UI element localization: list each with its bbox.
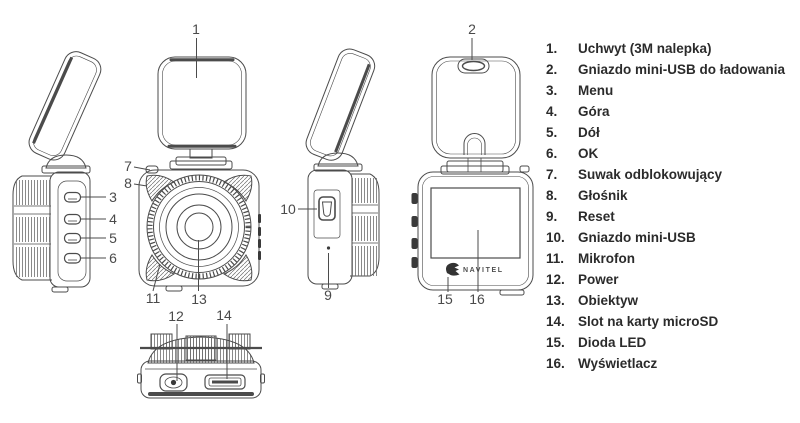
callout-6: 6	[109, 250, 117, 266]
legend-item-number: 15.	[546, 335, 565, 350]
legend-item-number: 9.	[546, 209, 558, 224]
callout-7: 7	[124, 158, 132, 174]
legend-item-number: 10.	[546, 230, 565, 245]
callout-1: 1	[192, 21, 200, 37]
legend-item-number: 2.	[546, 62, 558, 77]
legend-item-16: 16. Wyświetlacz	[546, 353, 796, 374]
callout-11: 11	[145, 290, 161, 306]
legend-item-number: 16.	[546, 356, 565, 371]
callout-8: 8	[124, 175, 132, 191]
legend-item-4: 4. Góra	[546, 101, 796, 122]
legend-item-label: Reset	[578, 209, 615, 224]
callout-15: 15	[437, 291, 453, 307]
navitel-logo-text: NAVITEL	[463, 267, 504, 274]
legend-item-number: 7.	[546, 167, 558, 182]
legend-item-number: 12.	[546, 272, 565, 287]
legend-item-label: Mikrofon	[578, 251, 635, 266]
legend-item-label: Suwak odblokowujący	[578, 167, 723, 182]
legend-item-5: 5. Dół	[546, 122, 796, 143]
legend-item-label: Dioda LED	[578, 335, 647, 350]
callout-12: 12	[168, 308, 184, 324]
legend-item-13: 13. Obiektyw	[546, 290, 796, 311]
view-front	[133, 38, 261, 292]
legend-item-10: 10. Gniazdo mini-USB	[546, 227, 796, 248]
legend-item-number: 4.	[546, 104, 558, 119]
legend-item-2: 2. Gniazdo mini-USB do ładowania	[546, 59, 796, 80]
legend-item-label: Slot na karty microSD	[578, 314, 719, 329]
legend-item-number: 13.	[546, 293, 565, 308]
legend-item-label: Głośnik	[578, 188, 628, 203]
legend-item-label: Dół	[578, 125, 600, 140]
legend-list: 1. Uchwyt (3M nalepka) 2. Gniazdo mini-USB…	[546, 38, 796, 374]
view-back	[411, 38, 534, 296]
navitel-logo-icon	[446, 262, 460, 276]
legend-item-number: 11.	[546, 251, 565, 266]
legend-item-number: 5.	[546, 125, 558, 140]
legend-item-number: 6.	[546, 146, 558, 161]
legend-item-number: 14.	[546, 314, 565, 329]
legend-item-14: 14. Slot na karty microSD	[546, 311, 796, 332]
callout-16: 16	[469, 291, 485, 307]
callout-3: 3	[109, 189, 117, 205]
legend-item-label: Wyświetlacz	[578, 356, 658, 371]
callout-5: 5	[109, 230, 117, 246]
view-side-left	[12, 51, 106, 293]
legend-item-8: 8. Głośnik	[546, 185, 796, 206]
legend-item-12: 12. Power	[546, 269, 796, 290]
callout-13: 13	[191, 291, 207, 307]
legend-item-label: Gniazdo mini-USB	[578, 230, 696, 245]
view-bottom	[137, 324, 265, 399]
callout-2: 2	[468, 21, 476, 37]
legend-item-label: Power	[578, 272, 619, 287]
legend-item-9: 9. Reset	[546, 206, 796, 227]
legend-item-1: 1. Uchwyt (3M nalepka)	[546, 38, 796, 59]
legend-item-label: Góra	[578, 104, 610, 119]
legend-item-number: 3.	[546, 83, 558, 98]
legend-item-11: 11. Mikrofon	[546, 248, 796, 269]
callout-14: 14	[216, 307, 232, 323]
legend-item-label: Menu	[578, 83, 614, 98]
legend-item-label: Uchwyt (3M nalepka)	[578, 41, 712, 56]
view-side-right	[298, 48, 380, 290]
callout-9: 9	[324, 287, 332, 303]
legend-item-3: 3. Menu	[546, 80, 796, 101]
callout-4: 4	[109, 211, 117, 227]
legend-item-label: OK	[578, 146, 599, 161]
callout-10: 10	[280, 201, 296, 217]
legend-item-7: 7. Suwak odblokowujący	[546, 164, 796, 185]
legend-item-6: 6. OK	[546, 143, 796, 164]
legend-item-number: 8.	[546, 188, 558, 203]
legend-item-label: Gniazdo mini-USB do ładowania	[578, 62, 786, 77]
legend-item-15: 15. Dioda LED	[546, 332, 796, 353]
legend-item-number: 1.	[546, 41, 558, 56]
legend-item-label: Obiektyw	[578, 293, 639, 308]
